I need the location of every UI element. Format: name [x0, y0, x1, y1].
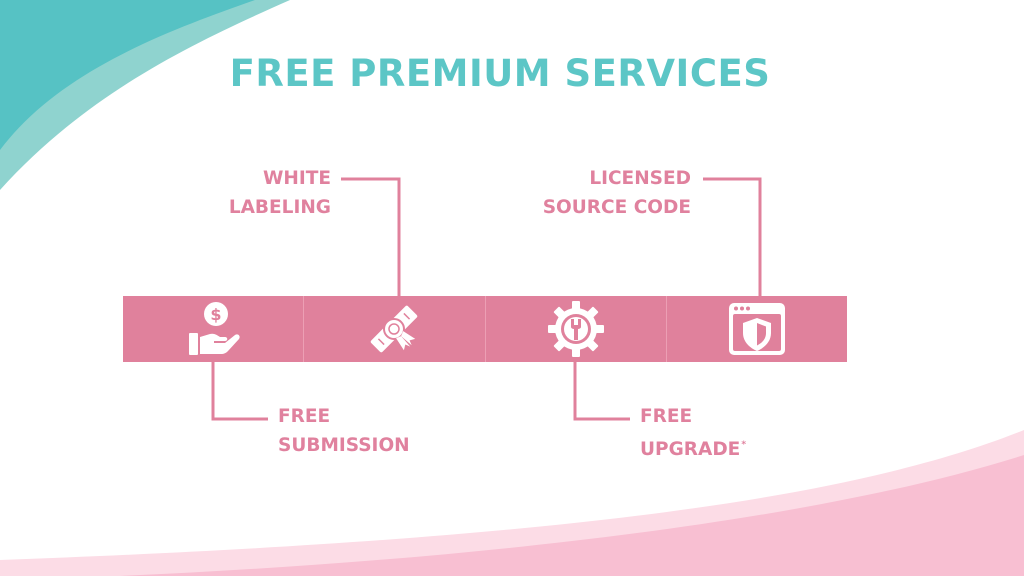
label-white-labeling: WHITE LABELING — [229, 164, 331, 222]
label-free-submission: FREE SUBMISSION — [278, 402, 410, 460]
dollar-hand-icon: $ — [189, 302, 240, 355]
label-free-upgrade: FREE UPGRADE* — [640, 402, 746, 464]
segment-white-labeling — [303, 296, 484, 362]
svg-text:$: $ — [211, 305, 222, 324]
label-free-upgrade-text: UPGRADE — [640, 439, 741, 460]
label-free-upgrade-line2: UPGRADE* — [640, 431, 746, 464]
label-licensed-source-code: LICENSED SOURCE CODE — [543, 164, 691, 222]
services-band: $ — [123, 296, 847, 362]
gear-wrench-icon — [547, 301, 604, 357]
label-licensed-source-code-line1: LICENSED — [589, 168, 691, 189]
label-licensed-source-code-line2: SOURCE CODE — [542, 197, 691, 218]
certificate-icon — [371, 305, 418, 353]
teal-wave-front — [0, 0, 255, 150]
label-white-labeling-line1: WHITE — [262, 168, 331, 189]
slide-title: FREE PREMIUM SERVICES — [229, 52, 771, 95]
footnote-mark: * — [741, 440, 747, 450]
segment-licensed-source-code — [665, 296, 847, 362]
label-free-submission-line1: FREE — [278, 406, 331, 427]
label-free-submission-line2: SUBMISSION — [278, 435, 410, 456]
label-white-labeling-line2: LABELING — [228, 197, 331, 218]
segment-free-submission: $ — [123, 296, 303, 362]
browser-shield-icon — [728, 303, 785, 355]
pink-wave-front — [120, 455, 1024, 576]
label-free-upgrade-line1: FREE — [640, 406, 693, 427]
segment-free-upgrade — [484, 296, 666, 362]
